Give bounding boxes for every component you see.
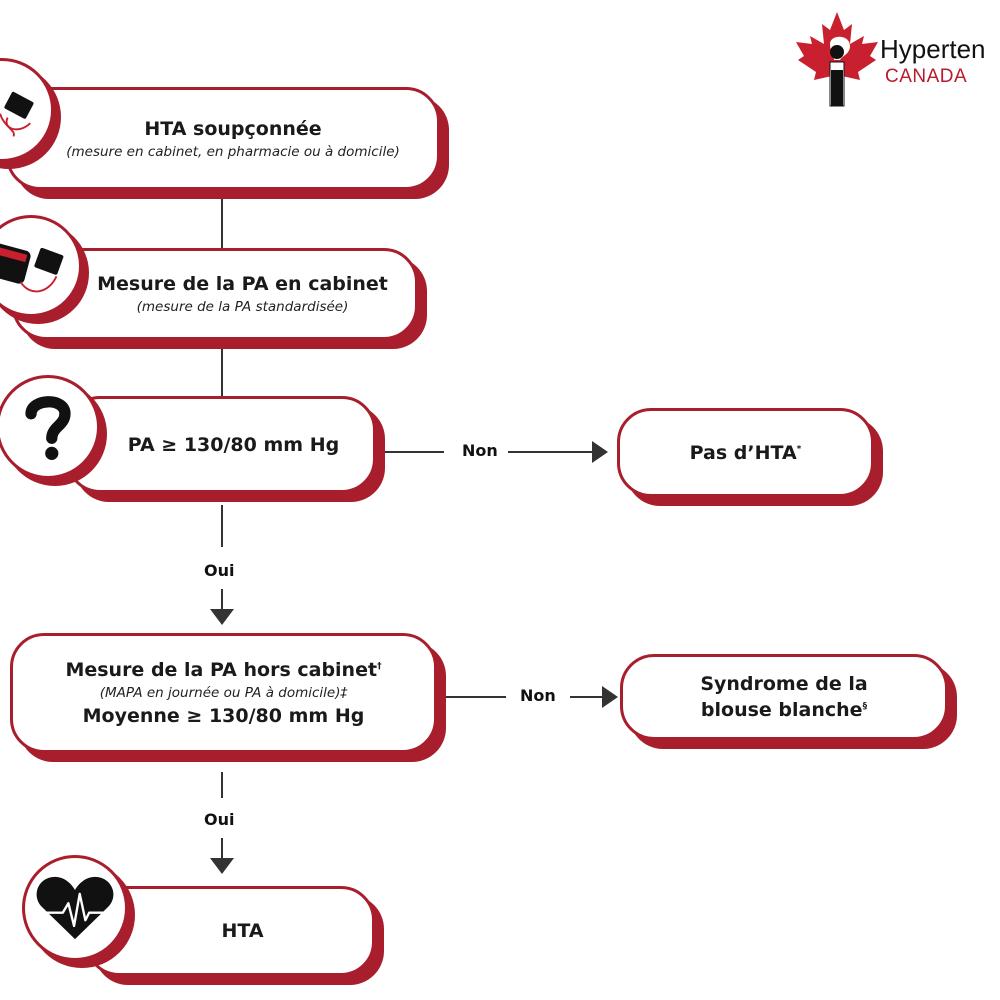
node-title: HTA soupçonnée bbox=[144, 117, 322, 140]
node-title-line2: blouse blanche§ bbox=[700, 699, 868, 721]
connector-out-yes-top bbox=[221, 772, 223, 798]
arrow-to-white-coat bbox=[602, 686, 618, 708]
edge-label-yes-1: Oui bbox=[204, 561, 235, 580]
node-no-hta: Pas d’HTA* bbox=[617, 408, 874, 497]
node-title: HTA bbox=[221, 920, 264, 942]
arrow-to-no-hta bbox=[592, 441, 608, 463]
node-out-of-office: Mesure de la PA hors cabinet† (MAPA en j… bbox=[10, 633, 437, 753]
footnote-marker: § bbox=[862, 701, 868, 712]
edge-label-no-1: Non bbox=[462, 441, 498, 460]
node-hta: HTA bbox=[85, 886, 375, 976]
arrow-to-hta bbox=[210, 858, 234, 874]
node-title: Mesure de la PA en cabinet bbox=[97, 273, 388, 295]
monitor-icon-badge bbox=[0, 215, 82, 317]
node-bp-threshold: PA ≥ 130/80 mm Hg bbox=[66, 396, 376, 493]
node-title: Pas d’HTA* bbox=[689, 441, 802, 464]
node-title: PA ≥ 130/80 mm Hg bbox=[127, 433, 340, 456]
connector-threshold-no-right bbox=[508, 451, 594, 453]
node-subtitle: (MAPA en journée ou PA à domicile)‡ bbox=[99, 685, 348, 701]
node-subtitle: (mesure en cabinet, en pharmacie ou à do… bbox=[66, 143, 400, 160]
blood-pressure-monitor-icon bbox=[0, 242, 66, 293]
footnote-marker: † bbox=[377, 661, 382, 672]
maple-leaf-icon bbox=[796, 12, 878, 107]
node-threshold: Moyenne ≥ 130/80 mm Hg bbox=[82, 705, 365, 727]
logo-country: CANADA bbox=[885, 66, 968, 87]
node-title: Mesure de la PA hors cabinet† bbox=[65, 659, 382, 681]
connector-1-2 bbox=[221, 195, 223, 250]
connector-out-no-left bbox=[446, 696, 506, 698]
connector-out-no-right bbox=[570, 696, 604, 698]
heart-ecg-icon bbox=[36, 876, 114, 940]
node-white-coat: Syndrome de la blouse blanche§ bbox=[620, 654, 948, 740]
connector-threshold-yes-top bbox=[221, 505, 223, 547]
connector-out-yes-bottom bbox=[221, 838, 223, 860]
logo-wordmark: Hyperten bbox=[880, 34, 986, 64]
blood-pressure-cuff-icon bbox=[0, 89, 36, 137]
node-subtitle: (mesure de la PA standardisée) bbox=[136, 299, 349, 315]
edge-label-yes-2: Oui bbox=[204, 810, 235, 829]
heart-icon-badge bbox=[22, 855, 128, 961]
arrow-to-out-of-office bbox=[210, 609, 234, 625]
footnote-marker: * bbox=[796, 444, 802, 455]
edge-label-no-2: Non bbox=[520, 686, 556, 705]
question-mark-icon bbox=[25, 396, 71, 460]
connector-2-3 bbox=[221, 348, 223, 398]
connector-threshold-yes-bottom bbox=[221, 589, 223, 611]
node-title-line1: Syndrome de la bbox=[700, 673, 868, 695]
question-icon-badge bbox=[0, 375, 100, 479]
hypertension-canada-logo: Hyperten CANADA bbox=[792, 10, 1000, 110]
connector-threshold-no-left bbox=[382, 451, 444, 453]
node-suspected-hta: HTA soupçonnée (mesure en cabinet, en ph… bbox=[6, 87, 440, 190]
